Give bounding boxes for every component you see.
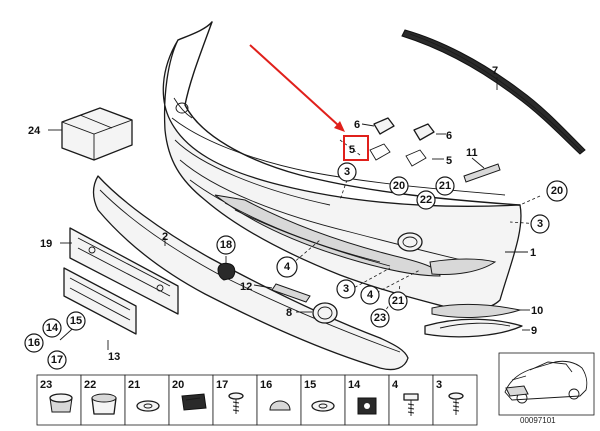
label-6a: 6 [354,119,360,131]
tray-label-15: 15 [304,379,316,391]
fastener-tray: 23 22 21 20 17 16 15 14 4 3 [36,374,478,426]
part-box-24 [48,107,133,161]
tray-label-22: 22 [84,379,96,391]
callout-18: 18 [220,239,232,251]
callout-4b: 4 [367,289,374,301]
leader-lines [59,77,530,350]
tray-label-21: 21 [128,379,140,391]
clip-18 [217,256,236,281]
callout-20a: 20 [393,180,405,192]
cover-5b [405,149,427,167]
cover-6a [373,117,395,135]
catalog-number: 00097101 [520,416,556,425]
ring-8 [312,302,338,324]
label-2: 2 [162,231,168,243]
grille-strip [401,29,586,155]
callout-22: 22 [420,194,432,206]
tray-label-14: 14 [348,379,361,391]
callout-3a: 3 [344,166,350,178]
cover-6b [413,123,435,141]
tray-part-16 [269,400,291,411]
label-5b: 5 [446,155,452,167]
callout-16: 16 [28,337,40,349]
callout-14: 14 [46,322,59,334]
label-24: 24 [28,125,41,137]
callout-15: 15 [70,315,82,327]
callout-17: 17 [51,354,63,366]
trim-9 [424,318,523,338]
bracket-11 [463,157,501,183]
tray-part-15 [311,400,335,412]
label-1: 1 [530,247,536,259]
tray-part-4 [403,393,419,416]
callout-20b: 20 [551,185,563,197]
label-9: 9 [531,325,537,337]
tray-part-3 [448,392,464,415]
label-6b: 6 [446,130,452,142]
callout-23: 23 [374,312,386,324]
tray-label-17: 17 [216,379,228,391]
callout-3c: 3 [343,283,349,295]
label-13: 13 [108,351,120,363]
callout-3b: 3 [537,218,543,230]
car-thumbnail [498,352,595,416]
callouts: 3 20 21 22 20 3 18 4 3 4 21 23 15 14 16 … [24,162,568,370]
tray-part-20 [181,393,207,411]
bracket-12 [271,283,311,303]
tray-label-20: 20 [172,379,184,391]
highlighted-part-5: 5 [343,135,369,161]
label-19: 19 [40,238,52,250]
label-8: 8 [286,307,292,319]
callout-21a: 21 [439,180,451,192]
tray-part-14 [357,397,377,415]
plate-bracket [69,227,179,315]
callout-21b: 21 [392,295,404,307]
tray-label-23: 23 [40,379,52,391]
label-10: 10 [531,305,543,317]
tray-part-22 [91,393,117,415]
label-11: 11 [466,147,478,159]
tray-part-17 [228,392,244,414]
tray-label-16: 16 [260,379,272,391]
tray-part-21 [136,400,160,412]
trim-10 [431,303,522,318]
callout-4a: 4 [284,261,291,273]
pointer-arrow [249,44,345,132]
plain-labels: 7 6 6 5 11 24 2 19 1 12 8 10 9 13 [28,65,543,363]
tray-part-23 [49,393,73,413]
label-7: 7 [492,65,498,77]
label-5a: 5 [349,144,355,156]
label-12: 12 [240,281,252,293]
bumper-cover [162,21,522,311]
cover-5a [369,143,391,161]
tray-label-3: 3 [436,379,442,391]
tray-label-4: 4 [392,379,399,391]
plate-base [63,267,137,335]
